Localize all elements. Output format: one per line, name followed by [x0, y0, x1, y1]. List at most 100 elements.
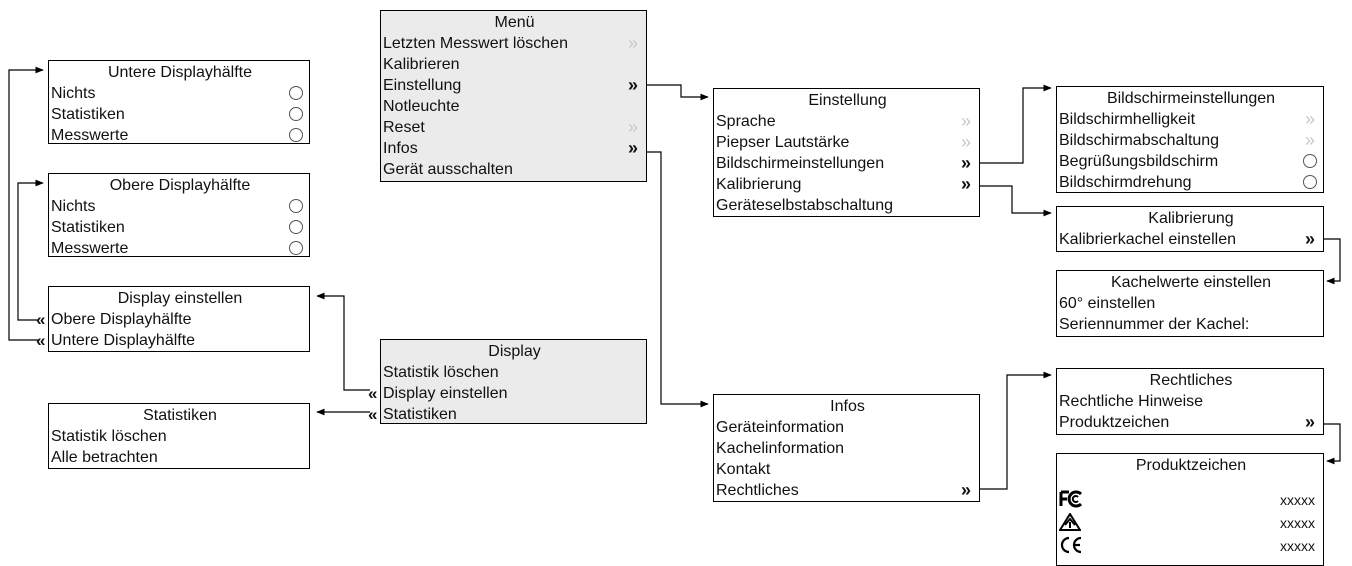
fcc-value: xxxxx — [1280, 492, 1315, 508]
untere-box: Untere Displayhälfte Nichts Statistiken … — [48, 60, 310, 144]
menu-item-geraet-ausschalten[interactable]: Gerät ausschalten — [383, 161, 513, 178]
display-item-statistik-loeschen[interactable]: Statistik löschen — [383, 364, 499, 381]
chevron-left-icon: « — [36, 331, 46, 350]
rcm-value: xxxxx — [1280, 515, 1315, 531]
bildschirm-item-drehung[interactable]: Bildschirmdrehung — [1059, 172, 1323, 193]
statistiken-title: Statistiken — [143, 407, 217, 424]
connector-displayeinstellen-obere — [17, 179, 44, 321]
rechtliches-item-hinweise[interactable]: Rechtliche Hinweise — [1059, 393, 1204, 410]
chevron-right-icon: » — [960, 111, 971, 131]
einstellung-item-kalibrierung[interactable]: Kalibrierung» — [716, 174, 971, 194]
chevron-left-icon: « — [368, 384, 378, 403]
obere-title: Obere Displayhälfte — [109, 177, 251, 194]
rechtliches-item-produktzeichen[interactable]: Produktzeichen» — [1059, 412, 1315, 432]
statistiken-box: Statistiken Statistik löschen Alle betra… — [48, 403, 310, 469]
kachelwerte-item-seriennummer[interactable]: Seriennummer der Kachel: — [1059, 316, 1250, 333]
produktzeichen-item-fcc: xxxxx — [1059, 490, 1323, 513]
menu-item-letzten-messwert[interactable]: Letzten Messwert löschen» — [383, 33, 638, 53]
bildschirm-title: Bildschirmeinstellungen — [1106, 90, 1276, 107]
chevron-right-icon: » — [627, 33, 638, 53]
display-einstellen-title: Display einstellen — [117, 290, 243, 307]
bildschirm-box: Bildschirmeinstellungen Bildschirmhellig… — [1056, 86, 1324, 193]
menu-title: Menü — [494, 14, 535, 31]
rechtliches-box: Rechtliches Rechtliche Hinweise Produktz… — [1056, 368, 1324, 435]
connector-infos-rechtliches — [973, 371, 1052, 490]
connector-displayeinstellen-untere — [8, 66, 44, 341]
einstellung-item-selbstabschaltung[interactable]: Geräteselbstabschaltung — [716, 197, 893, 214]
obere-item-messwerte[interactable]: Messwerte — [51, 238, 309, 259]
ce-value: xxxxx — [1280, 538, 1315, 554]
untere-title: Untere Displayhälfte — [107, 64, 253, 81]
radio-button[interactable] — [289, 220, 303, 234]
display-einstellen-item-obere[interactable]: «Obere Displayhälfte — [36, 310, 192, 329]
connector-einstellung-bildschirm — [972, 84, 1052, 164]
kachelwerte-box: Kachelwerte einstellen 60° einstellen Se… — [1056, 270, 1324, 337]
connector-rechtliches-produktzeichen — [1310, 423, 1341, 465]
menu-item-notleuchte[interactable]: Notleuchte — [383, 98, 460, 115]
chevron-right-icon: » — [960, 480, 971, 500]
menu-item-einstellung[interactable]: Einstellung» — [383, 75, 638, 95]
einstellung-title: Einstellung — [808, 92, 887, 109]
chevron-right-icon: » — [627, 75, 638, 95]
obere-item-statistiken[interactable]: Statistiken — [51, 217, 309, 238]
radio-button[interactable] — [289, 199, 303, 213]
radio-button[interactable] — [1303, 175, 1317, 189]
chevron-left-icon: « — [36, 310, 46, 329]
display-einstellen-box: Display einstellen «Obere Displayhälfte … — [36, 286, 310, 352]
menu-item-infos[interactable]: Infos» — [383, 138, 638, 158]
display-item-display-einstellen[interactable]: «Display einstellen — [368, 384, 508, 403]
chevron-right-icon: » — [627, 138, 638, 158]
infos-item-rechtliches[interactable]: Rechtliches» — [716, 480, 971, 500]
chevron-right-icon: » — [960, 153, 971, 173]
infos-title: Infos — [830, 398, 865, 415]
infos-item-kontakt[interactable]: Kontakt — [716, 461, 771, 478]
untere-item-nichts[interactable]: Nichts — [51, 83, 309, 104]
menu-item-reset[interactable]: Reset» — [383, 117, 638, 137]
produktzeichen-item-ce: xxxxx — [1059, 536, 1323, 559]
einstellung-item-bildschirm[interactable]: Bildschirmeinstellungen» — [716, 153, 971, 173]
radio-button[interactable] — [1303, 154, 1317, 168]
kalibrierung-title: Kalibrierung — [1148, 210, 1234, 227]
display-box: Display Statistik löschen «Display einst… — [368, 339, 647, 424]
bildschirm-item-helligkeit[interactable]: Bildschirmhelligkeit» — [1059, 109, 1315, 129]
einstellung-item-piepser[interactable]: Piepser Lautstärke» — [716, 132, 971, 152]
display-title: Display — [488, 343, 541, 360]
kachelwerte-item-60grad[interactable]: 60° einstellen — [1059, 295, 1156, 312]
menu-box: Menü Letzten Messwert löschen» Kalibrier… — [380, 10, 647, 182]
display-item-statistiken[interactable]: «Statistiken — [368, 405, 457, 424]
chevron-right-icon: » — [1304, 130, 1315, 150]
bildschirm-item-begruessung[interactable]: Begrüßungsbildschirm — [1059, 151, 1323, 172]
obere-item-nichts[interactable]: Nichts — [51, 196, 309, 217]
connector-menu-einstellung — [638, 84, 709, 101]
statistiken-item-alle[interactable]: Alle betrachten — [51, 449, 158, 466]
untere-item-statistiken[interactable]: Statistiken — [51, 104, 309, 125]
radio-button[interactable] — [289, 107, 303, 121]
menu-item-kalibrieren[interactable]: Kalibrieren — [383, 56, 460, 73]
chevron-right-icon: » — [1304, 109, 1315, 129]
chevron-right-icon: » — [960, 174, 971, 194]
kalibrierung-box: Kalibrierung Kalibrierkachel einstellen» — [1056, 206, 1324, 252]
untere-item-messwerte[interactable]: Messwerte — [51, 125, 309, 146]
produktzeichen-title: Produktzeichen — [1135, 457, 1247, 474]
bildschirm-item-abschaltung[interactable]: Bildschirmabschaltung» — [1059, 130, 1315, 150]
obere-box: Obere Displayhälfte Nichts Statistiken M… — [48, 173, 310, 257]
einstellung-box: Einstellung Sprache» Piepser Lautstärke»… — [713, 88, 980, 217]
radio-button[interactable] — [289, 128, 303, 142]
infos-item-kachelinformation[interactable]: Kachelinformation — [716, 440, 845, 457]
fcc-logo-icon — [1059, 490, 1083, 513]
statistiken-item-loeschen[interactable]: Statistik löschen — [51, 428, 167, 445]
connector-menu-infos — [638, 151, 709, 408]
radio-button[interactable] — [289, 241, 303, 255]
chevron-right-icon: » — [627, 117, 638, 137]
einstellung-item-sprache[interactable]: Sprache» — [716, 111, 971, 131]
rechtliches-title: Rechtliches — [1149, 372, 1233, 389]
display-einstellen-item-untere[interactable]: «Untere Displayhälfte — [36, 331, 196, 350]
radio-button[interactable] — [289, 86, 303, 100]
infos-item-geraeteinformation[interactable]: Geräteinformation — [716, 419, 845, 436]
kachelwerte-title: Kachelwerte einstellen — [1110, 274, 1272, 291]
chevron-right-icon: » — [1304, 412, 1315, 432]
connector-display-displayeinstellen — [316, 292, 370, 391]
infos-box: Infos Geräteinformation Kachelinformatio… — [713, 394, 980, 502]
kalibrierung-item-kachel[interactable]: Kalibrierkachel einstellen» — [1059, 229, 1315, 249]
